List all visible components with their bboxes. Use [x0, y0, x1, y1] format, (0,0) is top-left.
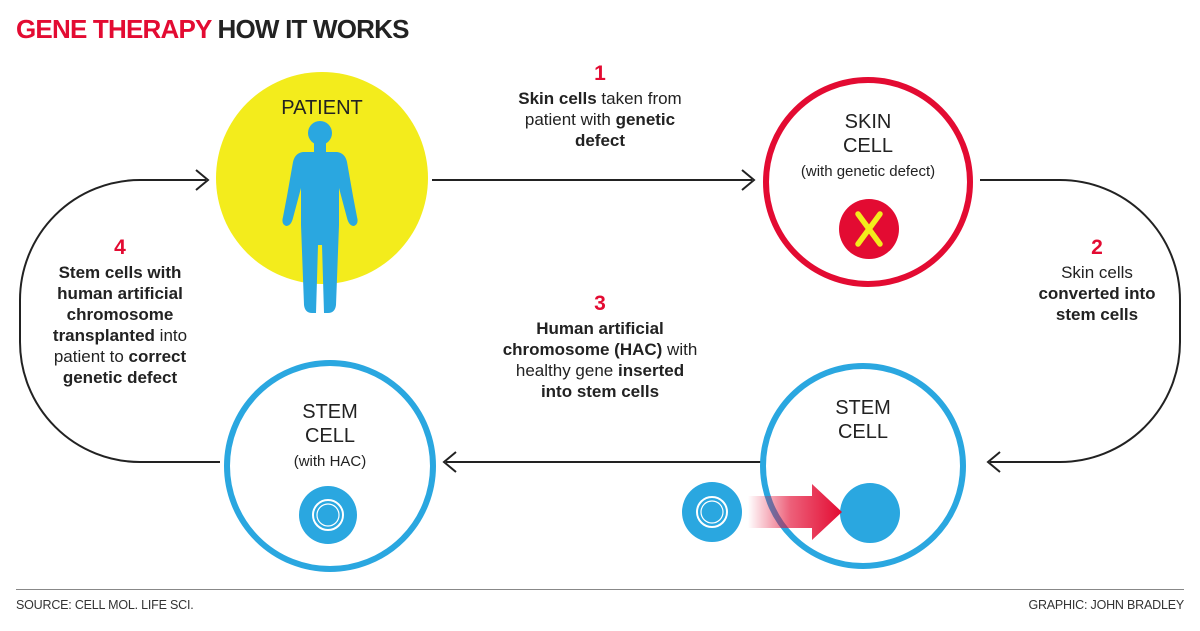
graphic-credit: GRAPHIC: JOHN BRADLEY [1028, 598, 1184, 612]
source-note: SOURCE: CELL MOL. LIFE SCI. [16, 598, 194, 612]
hac-nucleus-icon [299, 486, 357, 544]
stem-cell-hac-circle [224, 360, 436, 572]
stem-cell-nucleus [840, 483, 900, 543]
step-number: 1 [594, 62, 606, 85]
diagram-title: GENE THERAPY HOW IT WORKS [16, 14, 409, 45]
step-number: 3 [594, 292, 606, 315]
human-figure-icon [282, 121, 358, 313]
arrowhead-step-2 [986, 451, 1001, 473]
insertion-arrow [748, 484, 842, 540]
skin-cell-circle [763, 77, 973, 287]
step-text: into patient to [53, 326, 188, 366]
step-text: inserted into stem cells [540, 361, 685, 401]
step-text: Stem cells with human artificial chromos… [52, 263, 183, 345]
cycle-lines [19, 169, 1181, 473]
step-text: with healthy gene [515, 340, 698, 380]
step-text: correct genetic defect [62, 347, 187, 387]
stem-cell-hac-label: STEM CELL (with HAC) [293, 401, 367, 470]
arrowhead-step-3 [442, 451, 457, 473]
stem-cell-label: STEM CELL [835, 397, 891, 443]
step-text: Skin cells [1061, 263, 1133, 282]
arrowhead-step-4 [195, 169, 210, 191]
title-rest: HOW IT WORKS [217, 14, 410, 44]
step-text: Human artificial chromosome (HAC) [502, 319, 664, 359]
chromosome-icon [855, 211, 883, 247]
footer-divider [16, 589, 1184, 590]
step-number: 4 [114, 236, 126, 259]
title-highlight: GENE THERAPY [16, 14, 212, 44]
arrow-step-2 [980, 179, 1181, 463]
step-text: Skin cells [518, 89, 597, 108]
cycle-diagram [19, 72, 1181, 572]
hac-icon-external [682, 482, 742, 542]
arrow-step-4 [19, 179, 220, 463]
step-text: converted into stem cells [1038, 284, 1156, 324]
arrowhead-step-1 [741, 169, 756, 191]
step-number: 2 [1091, 236, 1103, 259]
patient-label: PATIENT [281, 97, 363, 119]
step-text: taken from patient with [524, 89, 682, 129]
step-text: genetic defect [574, 110, 676, 150]
skin-cell-label: SKIN CELL (with genetic defect) [800, 111, 936, 180]
